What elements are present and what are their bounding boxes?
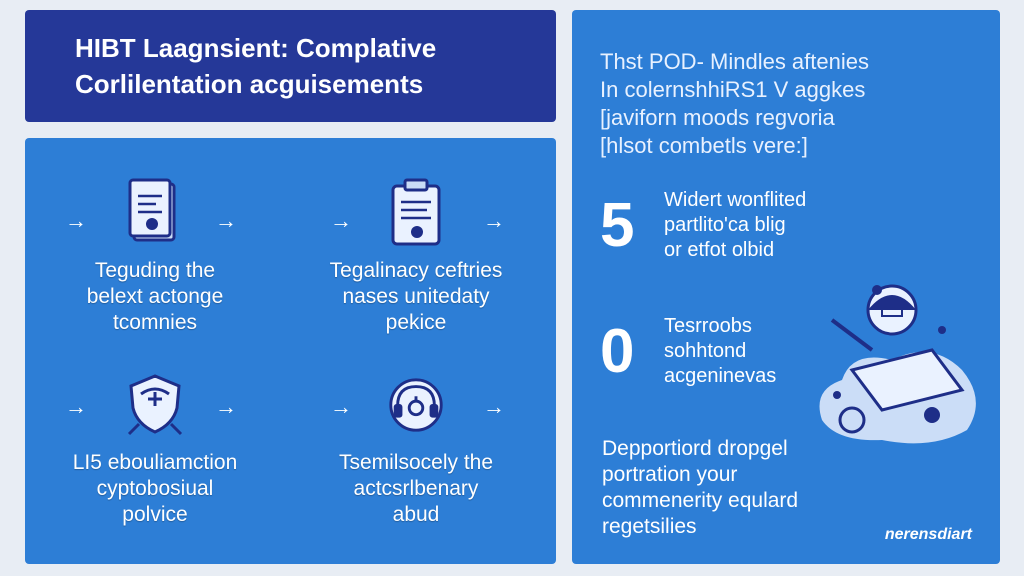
arrow-icon: → (483, 208, 505, 233)
stat-block-2: 0 Tesrroobs sohhtond acgeninevas (600, 314, 980, 389)
summary-panel: Thst POD- Mindles aftenies In colernshhi… (572, 10, 1000, 564)
headset-icon (384, 370, 448, 440)
arrow-icon: → (483, 394, 505, 419)
title-line-1: HIBT Laagnsient: Complative (75, 33, 437, 63)
stat-description: Widert wonflited partlito'ca blig or etf… (664, 189, 807, 261)
grid-cell-caption: Tegalinacy ceftries nases unitedaty peki… (329, 259, 503, 334)
arrow-icon: → (215, 394, 237, 419)
grid-cell-1: Teguding the belext actonge tcomnies (35, 178, 275, 336)
arrow-icon: → (65, 208, 87, 233)
intro-text: Thst POD- Mindles aftenies In colernshhi… (600, 49, 869, 158)
title-line-2: Corlilentation acguisements (75, 69, 424, 99)
process-grid-panel: → → Teguding the belext actonge tcomnies… (25, 138, 556, 564)
stat-block-1: 5 Widert wonflited partlito'ca blig or e… (600, 188, 980, 263)
shield-icon (123, 370, 187, 440)
document-icon (123, 178, 187, 248)
clipboard-icon (384, 178, 448, 248)
footer-text: Depportiord dropgel portration your comm… (602, 437, 799, 538)
arrow-icon: → (330, 394, 352, 419)
stat-description: Tesrroobs sohhtond acgeninevas (664, 315, 777, 387)
grid-cell-caption: Teguding the belext actonge tcomnies (86, 259, 224, 334)
stat-number: 5 (600, 190, 635, 260)
arrow-icon: → (330, 208, 352, 233)
brand-logo-text: nerensdiart (884, 526, 972, 543)
worker-illustration (812, 270, 982, 455)
title-banner: HIBT Laagnsient: Complative Corlilentati… (25, 10, 556, 122)
grid-cell-caption: Tsemilsocely the actcsrlbenary abud (338, 451, 494, 526)
grid-cell-caption: LI5 ebouliamction cyptobosiual polvice (72, 451, 238, 526)
stat-number: 0 (600, 316, 635, 386)
grid-cell-4: Tsemilsocely the actcsrlbenary abud (296, 370, 536, 528)
arrow-icon: → (215, 208, 237, 233)
grid-cell-3: LI5 ebouliamction cyptobosiual polvice (35, 370, 275, 528)
arrow-icon: → (65, 394, 87, 419)
grid-cell-2: Tegalinacy ceftries nases unitedaty peki… (296, 178, 536, 336)
